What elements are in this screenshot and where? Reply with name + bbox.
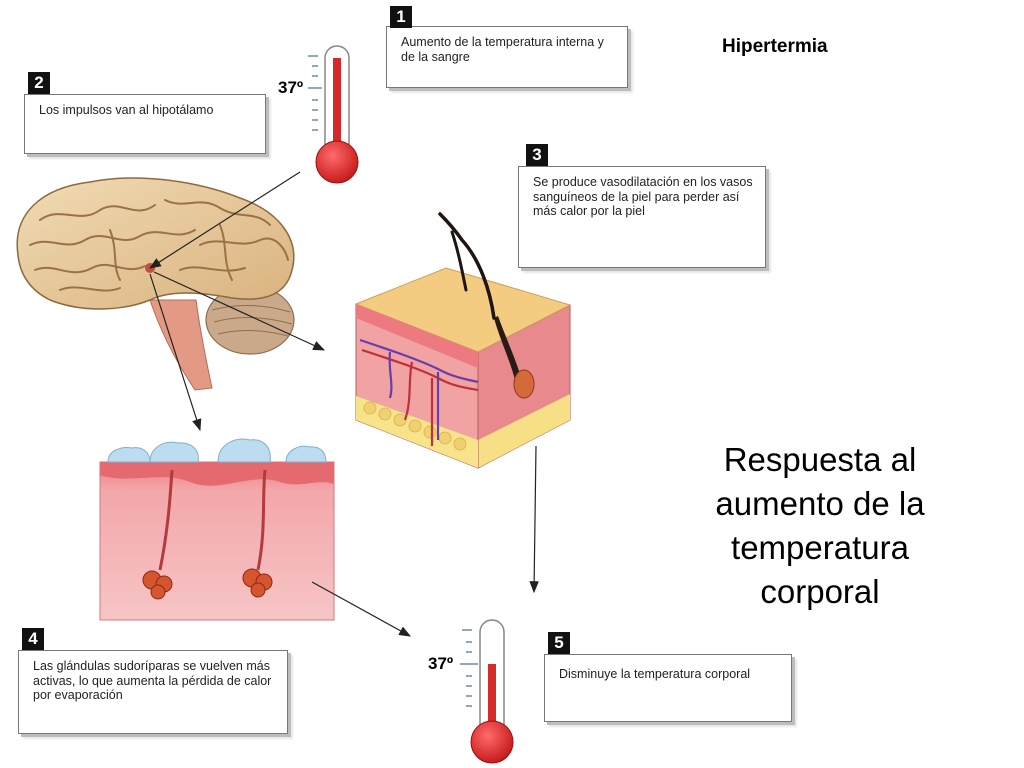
brain-illustration (16, 177, 295, 391)
step-4-text: Las glándulas sudoríparas se vuelven más… (33, 659, 272, 702)
flow-arrows (148, 171, 539, 637)
step-4-number: 4 (22, 628, 44, 650)
thermometer-normal-label: 37º (428, 654, 454, 673)
arrow-thermo-to-brain (148, 171, 301, 269)
thermometer-high-icon (308, 45, 359, 184)
step-5-number: 5 (548, 632, 570, 654)
skin-block-illustration (354, 212, 572, 469)
sweat-skin-illustration (99, 438, 335, 621)
step-2-box: Los impulsos van al hipotálamo (24, 94, 266, 154)
step-2-text: Los impulsos van al hipotálamo (39, 103, 214, 117)
header-label: Hipertermia (722, 36, 828, 57)
arrow-sweat-to-thermo (311, 581, 412, 637)
step-4-box: Las glándulas sudoríparas se vuelven más… (18, 650, 288, 734)
diagram-title: Respuesta al aumento de la temperatura c… (715, 441, 925, 610)
step-3-text: Se produce vasodilatación en los vasos s… (533, 175, 753, 218)
arrow-skin-to-thermo (529, 445, 539, 594)
step-5-box: Disminuye la temperatura corporal (544, 654, 792, 722)
step-3-number: 3 (526, 144, 548, 166)
step-3-box: Se produce vasodilatación en los vasos s… (518, 166, 766, 268)
thermometer-high-label: 37º (278, 78, 304, 97)
step-5-text: Disminuye la temperatura corporal (559, 667, 751, 681)
thermometer-normal-icon (460, 619, 514, 764)
arrow-brain-to-skin (153, 271, 326, 351)
arrow-brain-to-sweat (149, 273, 202, 432)
step-1-text: Aumento de la temperatura interna y de l… (401, 35, 604, 64)
step-2-number: 2 (28, 72, 50, 94)
step-1-box: Aumento de la temperatura interna y de l… (386, 26, 628, 88)
step-1-number: 1 (390, 6, 412, 28)
